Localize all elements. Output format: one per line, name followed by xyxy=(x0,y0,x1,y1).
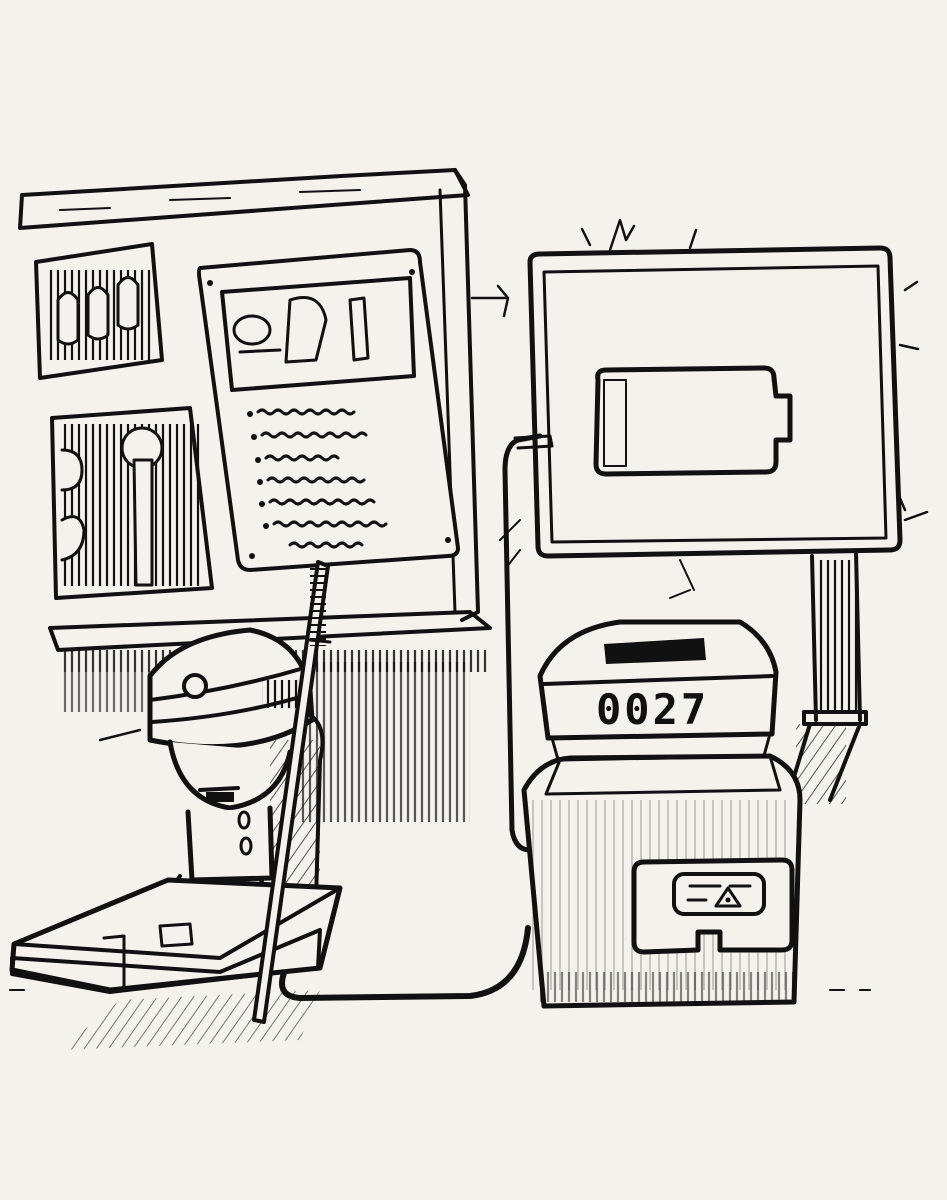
counter-machine: 0027 xyxy=(537,619,779,776)
machine-cabinet xyxy=(521,753,803,1009)
walking-stick xyxy=(252,560,332,1024)
warning-triangle-icon xyxy=(714,886,742,908)
battery-monitor xyxy=(470,218,929,804)
poster-bottom-left xyxy=(50,406,214,600)
info-poster xyxy=(197,248,460,572)
power-cable xyxy=(279,433,554,1001)
warning-plate xyxy=(631,857,795,955)
briefcase xyxy=(9,877,343,1050)
counter-display: 0027 xyxy=(596,685,709,734)
poster-top-left xyxy=(34,242,164,380)
battery-empty-icon xyxy=(593,365,793,477)
